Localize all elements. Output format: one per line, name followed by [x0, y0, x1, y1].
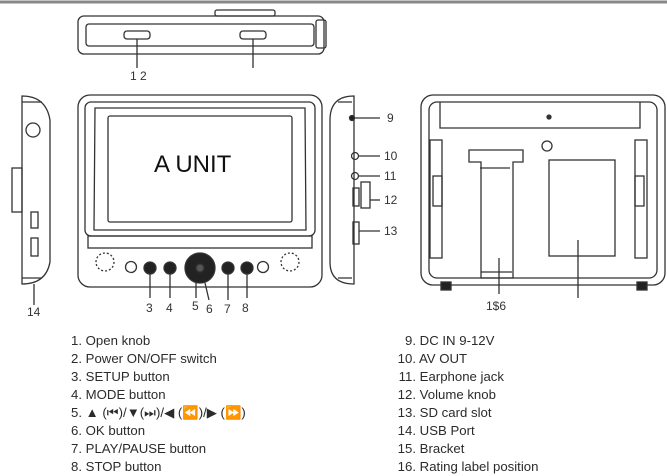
av-out-icon [350, 151, 360, 161]
legend-item-5: 5. ▲ (⏮)/▼(⏭)/◀ (⏪)/▶ (⏩) [71, 405, 246, 420]
jack-icon [25, 122, 41, 138]
back-view [420, 94, 666, 298]
callout-12: 12 [384, 193, 398, 207]
screen [107, 115, 293, 223]
legend-item-12: 12. Volume knob [397, 387, 496, 402]
legend-item-16: 16. Rating label position [397, 459, 539, 474]
callout-10: 10 [384, 149, 398, 163]
sd-slot-icon [352, 221, 360, 245]
power-switch-icon [239, 30, 267, 40]
legend-item-2: 2. Power ON/OFF switch [71, 351, 217, 366]
ok-button [195, 263, 205, 273]
bracket [468, 149, 524, 279]
right-side-view [329, 95, 380, 285]
legend-item-15: 15. Bracket [397, 441, 465, 456]
callout-14: 14 [27, 305, 41, 319]
legend-item-11: 11. Earphone jack [398, 369, 504, 384]
callout-8: 8 [242, 301, 249, 315]
callout-15-16: 1$6 [486, 299, 506, 313]
mode-button [163, 261, 177, 275]
legend-item-13: 13. SD card slot [397, 405, 492, 420]
main-label: A UNIT [154, 151, 232, 178]
setup-button [143, 261, 157, 275]
callout-3: 3 [146, 301, 153, 315]
speaker-left [95, 252, 115, 272]
top-view [77, 9, 327, 68]
callout-11: 11 [384, 169, 397, 183]
volume-knob-icon [360, 181, 371, 209]
callout-13: 13 [384, 224, 398, 238]
stop-button [240, 261, 254, 275]
left-side-view [11, 95, 51, 305]
earphone-jack-icon [350, 171, 360, 181]
callout-9: 9 [387, 111, 394, 125]
legend-item-10: 10. AV OUT [397, 351, 468, 366]
open-knob-icon [123, 30, 151, 40]
legend-item-9: 9. DC IN 9-12V [405, 333, 495, 348]
legend-item-6: 6. OK button [71, 423, 146, 438]
speaker-right [280, 252, 300, 272]
usb-port-icon [30, 237, 39, 257]
callout-7: 7 [224, 302, 231, 316]
legend-item-8: 8. STOP button [71, 459, 162, 474]
legend-item-4: 4. MODE button [71, 387, 166, 402]
legend-item-1: 1. Open knob [71, 333, 151, 348]
callout-4: 4 [166, 301, 173, 315]
play-pause-button [221, 261, 235, 275]
legend-right: 9. DC IN 9-12V 10. AV OUT 11. Earphone j… [392, 332, 662, 476]
rating-label-area [548, 159, 616, 257]
dc-in-icon [348, 114, 356, 122]
legend-item-14: 14. USB Port [397, 423, 475, 438]
legend-left: 1. Open knob 2. Power ON/OFF switch 3. S… [66, 332, 386, 476]
legend-item-7: 7. PLAY/PAUSE button [71, 441, 207, 456]
callout-5: 5 [192, 299, 199, 313]
callout-6: 6 [206, 302, 213, 316]
legend-item-3: 3. SETUP button [71, 369, 170, 384]
callout-1-2: 1 2 [130, 69, 147, 83]
front-view [77, 94, 323, 301]
